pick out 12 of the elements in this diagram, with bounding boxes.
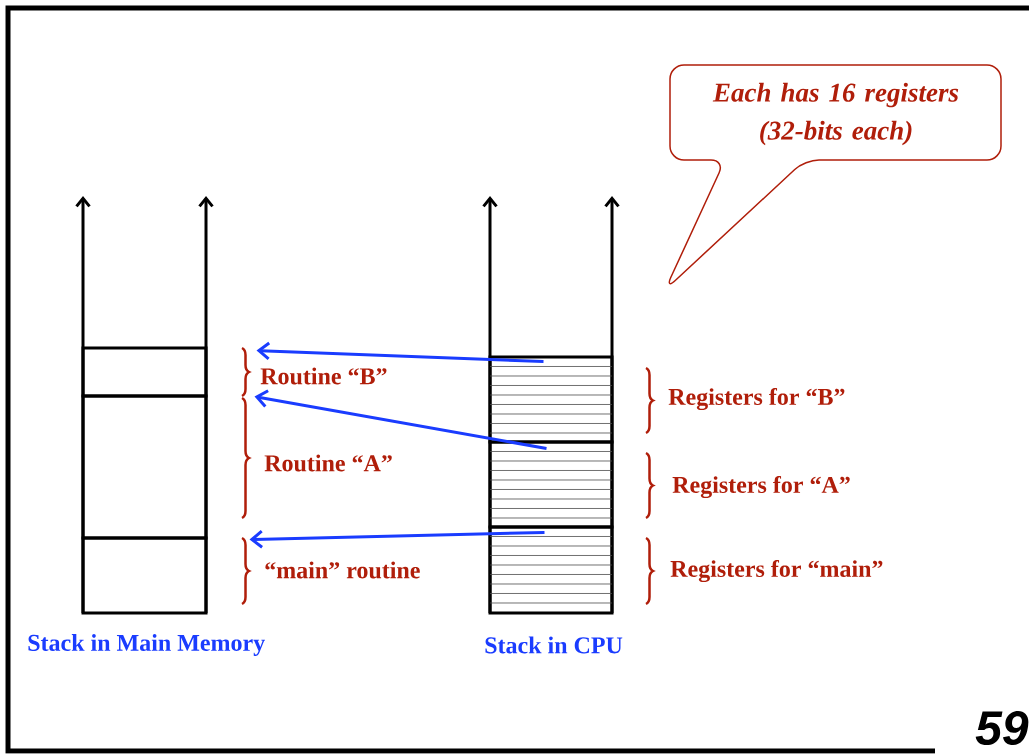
segment-label: Routine “B” [260,367,387,385]
segment-label: Registers for “A” [672,475,850,499]
stack-caption: Stack in CPU [485,636,623,654]
segment-label: Routine “A” [264,454,392,472]
segment-label: Registers for “B” [668,387,845,411]
segment-label: Registers for “main” [670,559,883,583]
arrow [249,530,545,549]
arrow [256,341,544,363]
segment-label: “main” routine [265,561,420,579]
page-number: 59 [975,711,1029,745]
callout-bubble: Each has 16 registers (32-bits each) [668,64,1002,285]
arrow [254,389,547,450]
